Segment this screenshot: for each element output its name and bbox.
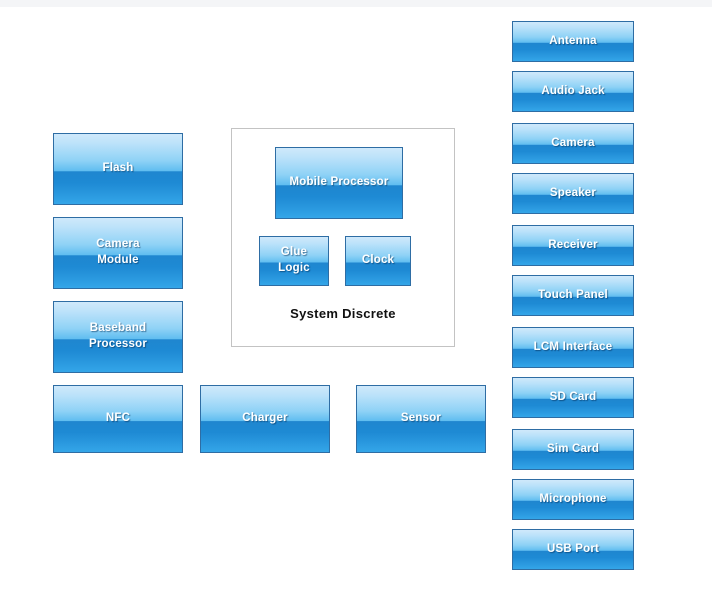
block-sd-card[interactable]: SD Card — [512, 377, 634, 418]
block-label: Antenna — [549, 34, 597, 47]
block-lcm-interface[interactable]: LCM Interface — [512, 327, 634, 368]
block-usb-port[interactable]: USB Port — [512, 529, 634, 570]
block-label: USB Port — [546, 542, 600, 555]
block-label: Baseband Processor — [88, 322, 148, 350]
block-glue-logic[interactable]: Glue Logic — [259, 236, 329, 286]
block-microphone[interactable]: Microphone — [512, 479, 634, 520]
block-label: LCM Interface — [533, 340, 613, 353]
block-baseband-processor[interactable]: Baseband Processor — [53, 301, 183, 373]
block-receiver[interactable]: Receiver — [512, 225, 634, 266]
block-sim-card[interactable]: Sim Card — [512, 429, 634, 470]
block-nfc[interactable]: NFC — [53, 385, 183, 453]
block-label: Sim Card — [546, 442, 600, 455]
block-flash[interactable]: Flash — [53, 133, 183, 205]
block-label: Flash — [102, 162, 134, 175]
block-audio-jack[interactable]: Audio Jack — [512, 71, 634, 112]
block-camera-module[interactable]: Camera Module — [53, 217, 183, 289]
block-label: Clock — [361, 254, 395, 267]
block-touch-panel[interactable]: Touch Panel — [512, 275, 634, 316]
block-label: Microphone — [539, 492, 607, 505]
block-speaker[interactable]: Speaker — [512, 173, 634, 214]
block-label: Charger — [242, 412, 288, 425]
system-discrete-caption: System Discrete — [290, 306, 396, 321]
block-clock[interactable]: Clock — [345, 236, 411, 286]
block-label: Camera — [551, 136, 595, 149]
block-charger[interactable]: Charger — [200, 385, 330, 453]
block-label: Camera Module — [96, 238, 140, 266]
block-label: NFC — [105, 412, 131, 425]
block-label: Speaker — [549, 186, 597, 199]
block-label: Touch Panel — [538, 288, 608, 301]
block-sensor[interactable]: Sensor — [356, 385, 486, 453]
block-mobile-processor[interactable]: Mobile Processor — [275, 147, 403, 219]
block-label: Glue Logic — [278, 246, 310, 274]
block-antenna[interactable]: Antenna — [512, 21, 634, 62]
block-label: Audio Jack — [541, 84, 605, 97]
block-label: Sensor — [400, 412, 442, 425]
block-label: Receiver — [548, 238, 598, 251]
block-label: SD Card — [549, 390, 597, 403]
block-camera[interactable]: Camera — [512, 123, 634, 164]
top-edge-band — [0, 0, 712, 7]
block-label: Mobile Processor — [289, 176, 389, 189]
